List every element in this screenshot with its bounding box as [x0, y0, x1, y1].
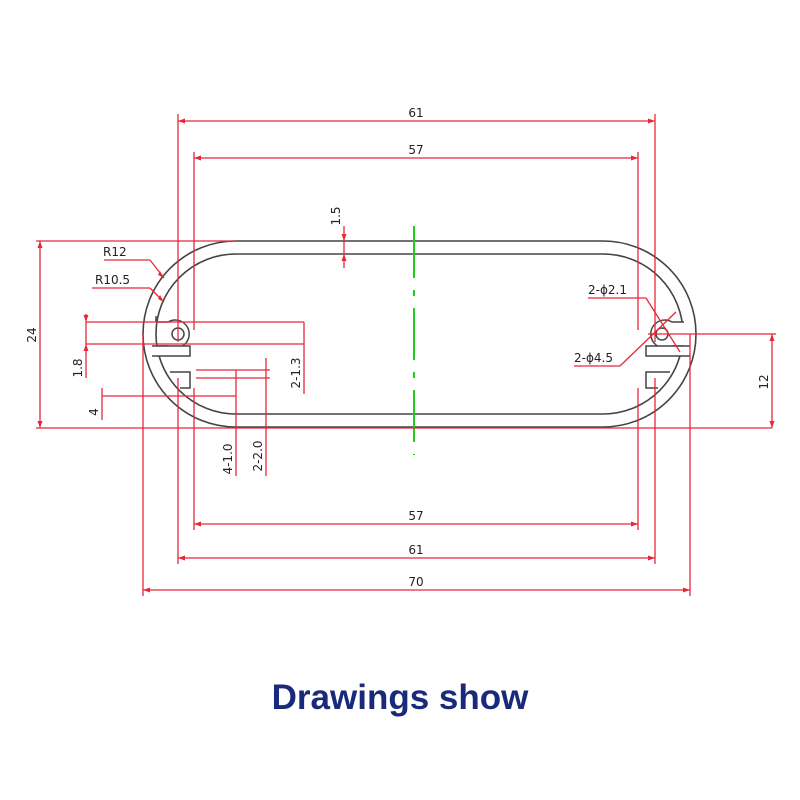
dim-slot-small: 1.8 [71, 358, 85, 377]
dim-height: 24 [25, 327, 39, 342]
left-slot-lower [152, 345, 191, 357]
dim-outer-radius: R12 [103, 245, 127, 259]
dim-inner-width-bottom: 57 [408, 509, 423, 523]
dim-hole-large: 2-ϕ4.5 [574, 351, 613, 365]
dim-slot-width-c: 2-2.0 [251, 440, 265, 471]
profile-drawing: 61 57 1.5 R12 R10.5 24 1.8 4 2-1.3 4-1.0… [25, 106, 776, 596]
dimension-lines [36, 114, 776, 596]
dim-slot-width-b: 4-1.0 [221, 443, 235, 474]
dim-wall: 1.5 [329, 206, 343, 225]
right-slot-lower [645, 345, 690, 357]
caption: Drawings show [271, 678, 529, 717]
dim-hole-offset: 12 [757, 374, 771, 389]
dim-inner-width-top: 57 [408, 143, 423, 157]
arrowheads [37, 118, 775, 593]
left-slot-bottom [170, 371, 191, 389]
dim-slot-depth: 4 [87, 408, 101, 416]
dim-overall-width: 70 [408, 575, 423, 589]
dim-outer-width-bottom: 61 [408, 543, 423, 557]
right-hole-group [645, 319, 690, 389]
dim-inner-radius: R10.5 [95, 273, 130, 287]
dim-slot-width-a: 2-1.3 [289, 357, 303, 388]
left-hole-group [152, 316, 191, 389]
dim-hole-small: 2-ϕ2.1 [588, 283, 627, 297]
right-slot-bottom [645, 371, 670, 389]
profile-outline [142, 240, 697, 428]
outer-contour [142, 240, 697, 428]
inner-contour [155, 253, 684, 415]
dim-outer-width-top: 61 [408, 106, 423, 120]
